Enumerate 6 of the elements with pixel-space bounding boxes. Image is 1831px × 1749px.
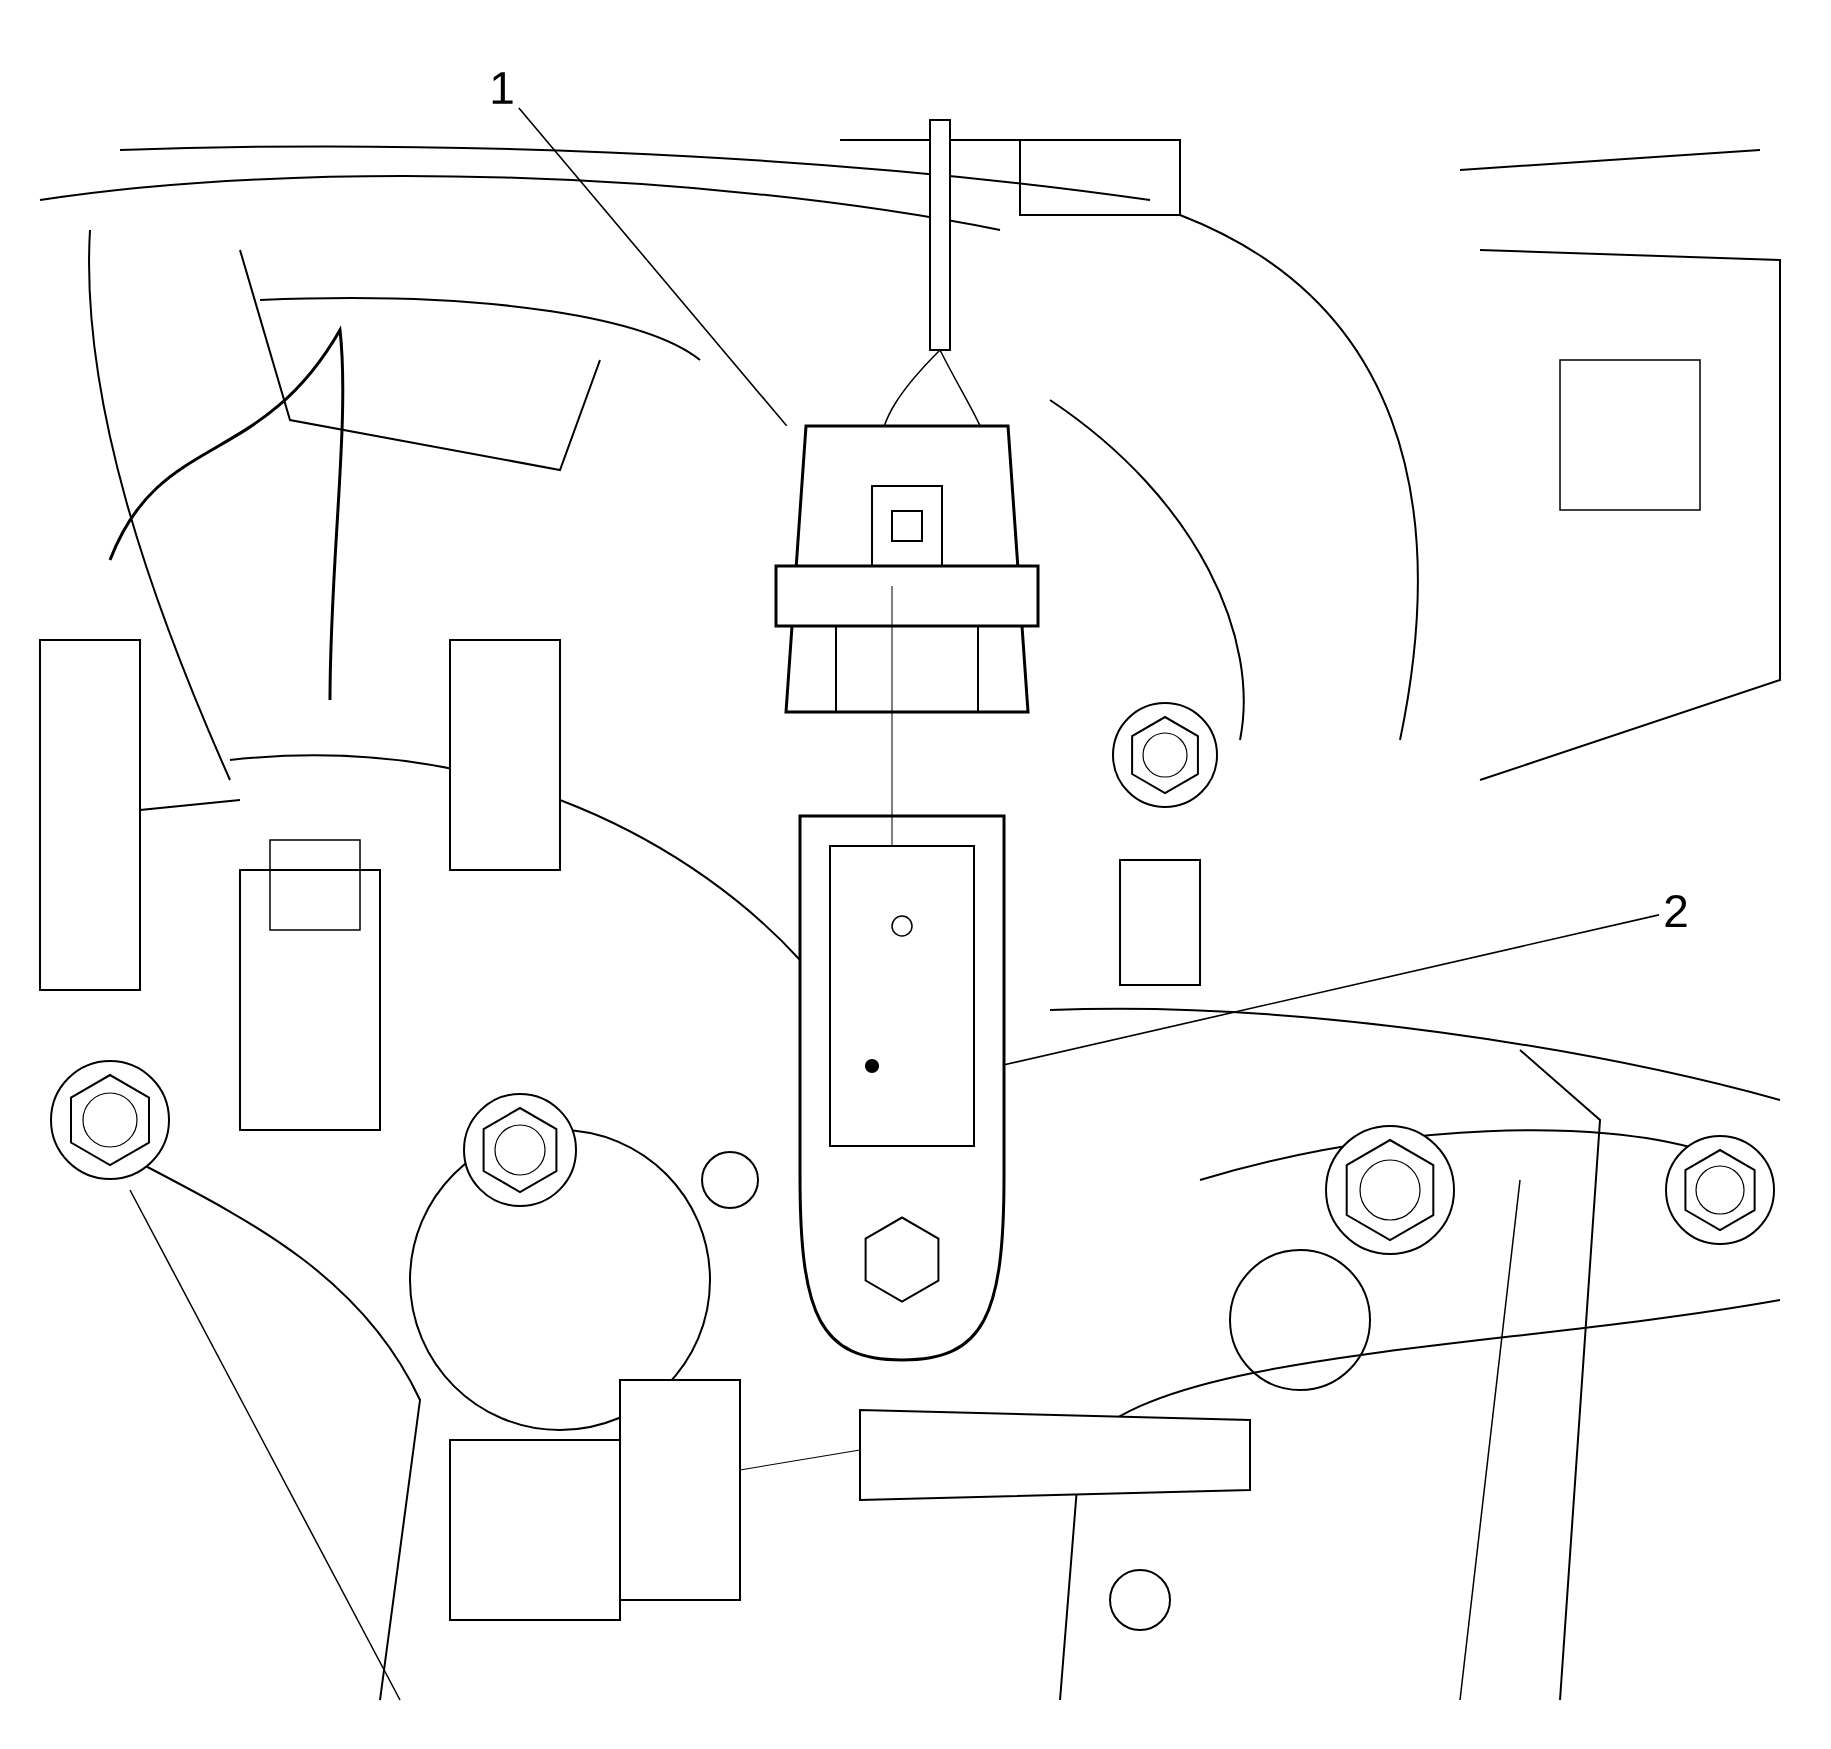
connector-drawing bbox=[774, 424, 1040, 714]
callout-number: 2 bbox=[1665, 894, 1687, 928]
leader-line bbox=[518, 107, 788, 427]
leader-line bbox=[1003, 914, 1660, 1066]
callout-number: 1 bbox=[492, 72, 513, 104]
sensor-drawing bbox=[798, 585, 1006, 1362]
